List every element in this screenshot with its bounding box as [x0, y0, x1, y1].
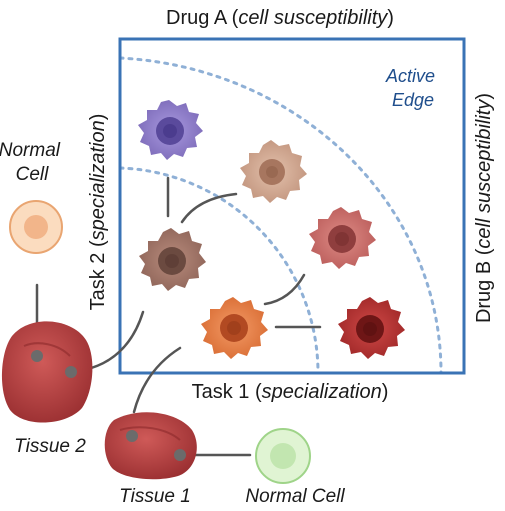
cell-rose [309, 207, 376, 269]
active-edge-outer-arc [118, 56, 443, 375]
cell-tan [240, 140, 307, 203]
connector-brown-to-tan [180, 192, 238, 224]
top-axis-label: Drug A (cell susceptibility) [166, 7, 394, 29]
normal-cell-top [9, 200, 63, 254]
normal-cell-top-label: Normal Cell [0, 140, 65, 185]
right-axis-label: Drug B (cell susceptibility) [473, 93, 495, 323]
connector-brown-to-tissue-2 [82, 310, 145, 372]
normal-cell-top-line-1: Normal [0, 140, 61, 161]
normal-cell-bottom-label: Normal Cell [245, 486, 345, 507]
connector-lines [35, 176, 322, 457]
cell-brown [139, 228, 206, 291]
left-axis-label: Task 2 (specialization) [87, 114, 109, 311]
connector-orange-to-rose [263, 273, 306, 306]
plot-frame [118, 37, 466, 375]
active-edge-label: Active Edge [385, 66, 440, 110]
tissue-2-label: Tissue 2 [14, 436, 86, 457]
tissue-2 [1, 321, 93, 423]
cell-red [338, 297, 405, 359]
tissue-1-label: Tissue 1 [119, 486, 191, 507]
active-edge-line-1: Active [385, 66, 435, 86]
cell-orange [201, 297, 268, 359]
active-edge-inner-arc [118, 166, 320, 375]
tissue-1 [104, 412, 197, 480]
connector-orange-to-tissue-1 [132, 346, 182, 414]
bottom-axis-label: Task 1 (specialization) [192, 381, 389, 403]
normal-cell-top-line-2: Cell [16, 164, 50, 185]
cell-purple [138, 100, 203, 160]
active-edge-line-2: Edge [392, 90, 434, 110]
normal-cell-bottom [255, 428, 311, 484]
